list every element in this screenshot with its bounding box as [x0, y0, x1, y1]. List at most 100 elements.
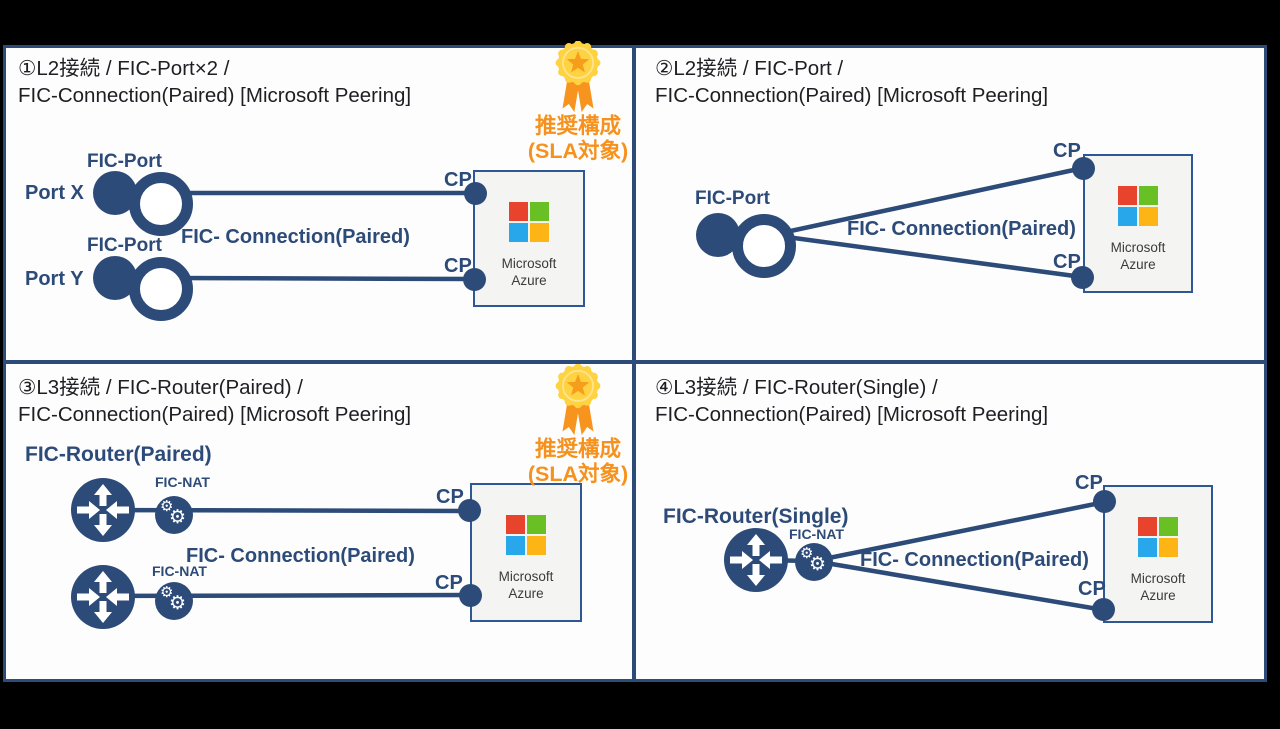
- port-ring-circle: [129, 172, 193, 236]
- azure-label-line1: Microsoft: [1130, 571, 1186, 586]
- gear-icon: ⚙: [160, 498, 174, 515]
- router-icon: [71, 478, 135, 542]
- gear-icon: ⚙: [809, 554, 827, 575]
- microsoft-azure-box: Microsoft Azure: [470, 483, 582, 622]
- fic-nat-icon: ⚙ ⚙: [795, 543, 833, 581]
- azure-label-line1: Microsoft: [1110, 240, 1166, 255]
- fic-nat-icon: ⚙ ⚙: [155, 496, 193, 534]
- badge-line2: (SLA対象): [527, 462, 629, 486]
- medal-icon: [555, 41, 601, 113]
- ms-logo-red-square: [1118, 186, 1137, 205]
- panel-title-line1: ②L2接続 / FIC-Port /: [655, 57, 844, 80]
- panel-1-l2-fic-port-x2: ①L2接続 / FIC-Port×2 / FIC-Connection(Pair…: [3, 41, 634, 360]
- fic-router-label: FIC-Router(Paired): [25, 443, 212, 466]
- panel-title-line2: FIC-Connection(Paired) [Microsoft Peerin…: [18, 403, 412, 426]
- microsoft-logo-icon: [506, 515, 546, 555]
- azure-label-line1: Microsoft: [501, 256, 557, 271]
- ms-logo-green-square: [1139, 186, 1158, 205]
- cp-label: CP: [1053, 140, 1081, 162]
- fic-port-label: FIC-Port: [87, 151, 162, 172]
- ms-logo-yellow-square: [1139, 207, 1158, 226]
- microsoft-azure-box: Microsoft Azure: [1103, 485, 1213, 623]
- gear-icon: ⚙: [800, 545, 814, 562]
- cp-dot: [464, 182, 487, 205]
- ms-logo-yellow-square: [530, 223, 549, 242]
- recommended-badge: 推奨構成 (SLA対象): [518, 41, 638, 164]
- panel-title-line1: ①L2接続 / FIC-Port×2 /: [18, 57, 230, 80]
- gear-icon: ⚙: [169, 593, 187, 614]
- port-ring-circle: [732, 214, 796, 278]
- panel-title: ①L2接続 / FIC-Port×2 / FIC-Connection(Pair…: [18, 55, 411, 109]
- panel-title-line2: FIC-Connection(Paired) [Microsoft Peerin…: [18, 84, 412, 107]
- fic-nat-icon: ⚙ ⚙: [155, 582, 193, 620]
- connection-line: [168, 275, 477, 282]
- microsoft-azure-box: Microsoft Azure: [1083, 154, 1193, 293]
- ms-logo-blue-square: [1138, 538, 1157, 557]
- fic-nat-label: FIC-NAT: [152, 563, 207, 579]
- badge-line1: 推奨構成: [534, 114, 621, 138]
- connection-label: FIC- Connection(Paired): [181, 226, 410, 248]
- cp-dot: [459, 584, 482, 607]
- cp-dot: [1071, 266, 1094, 289]
- port-ring-circle: [129, 257, 193, 321]
- fic-port-icon: [93, 170, 193, 236]
- cp-dot: [1072, 157, 1095, 180]
- cp-label: CP: [435, 572, 463, 594]
- microsoft-logo-icon: [1138, 517, 1178, 557]
- cp-dot: [1093, 490, 1116, 513]
- cp-label: CP: [444, 169, 472, 191]
- connection-label: FIC- Connection(Paired): [847, 218, 1076, 240]
- port-y-label: Port Y: [25, 268, 84, 290]
- fic-nat-label: FIC-NAT: [155, 474, 210, 490]
- ms-logo-red-square: [1138, 517, 1157, 536]
- azure-label: Microsoft Azure: [1131, 570, 1186, 604]
- ms-logo-green-square: [1159, 517, 1178, 536]
- panel-title: ③L3接続 / FIC-Router(Paired) / FIC-Connect…: [18, 374, 411, 428]
- router-icon: [724, 528, 788, 592]
- connector-lines: [769, 165, 1086, 280]
- router-icon: [71, 565, 135, 629]
- panel-2-l2-fic-port: ②L2接続 / FIC-Port / FIC-Connection(Paired…: [634, 45, 1267, 360]
- ms-logo-red-square: [509, 202, 528, 221]
- ms-logo-green-square: [527, 515, 546, 534]
- connection-label: FIC- Connection(Paired): [186, 545, 415, 567]
- panel-title-line2: FIC-Connection(Paired) [Microsoft Peerin…: [655, 403, 1049, 426]
- gear-icon: ⚙: [169, 507, 187, 528]
- panel-title: ④L3接続 / FIC-Router(Single) / FIC-Connect…: [655, 374, 1048, 428]
- panel-3-l3-fic-router-paired: ③L3接続 / FIC-Router(Paired) / FIC-Connect…: [3, 360, 634, 682]
- ms-logo-red-square: [506, 515, 525, 534]
- cp-label: CP: [1078, 578, 1106, 600]
- cp-label: CP: [1075, 472, 1103, 494]
- port-x-label: Port X: [25, 182, 84, 204]
- azure-label-line2: Azure: [508, 586, 544, 601]
- fic-port-label: FIC-Port: [87, 235, 162, 256]
- connector-lines: [168, 190, 478, 282]
- panel-4-l3-fic-router-single: ④L3接続 / FIC-Router(Single) / FIC-Connect…: [634, 360, 1267, 682]
- cp-label: CP: [1053, 251, 1081, 273]
- panel-title: ②L2接続 / FIC-Port / FIC-Connection(Paired…: [655, 55, 1048, 109]
- connection-line: [811, 558, 1107, 613]
- cp-label: CP: [436, 486, 464, 508]
- fic-port-icon: [696, 212, 796, 278]
- connection-label: FIC- Connection(Paired): [860, 549, 1089, 571]
- azure-label-line2: Azure: [1140, 588, 1176, 603]
- connection-line: [769, 232, 1085, 280]
- microsoft-azure-box: Microsoft Azure: [473, 170, 585, 307]
- azure-label: Microsoft Azure: [499, 568, 554, 602]
- ms-logo-blue-square: [509, 223, 528, 242]
- ms-logo-yellow-square: [1159, 538, 1178, 557]
- panel-title-line2: FIC-Connection(Paired) [Microsoft Peerin…: [655, 84, 1049, 107]
- fic-port-label: FIC-Port: [695, 188, 770, 209]
- gear-icon: ⚙: [160, 584, 174, 601]
- panel-title-line1: ④L3接続 / FIC-Router(Single) /: [655, 376, 938, 399]
- microsoft-logo-icon: [509, 202, 549, 242]
- horizontal-divider: [3, 360, 1267, 364]
- cp-dot: [458, 499, 481, 522]
- fic-router-label: FIC-Router(Single): [663, 505, 849, 528]
- cp-dot: [463, 268, 486, 291]
- azure-label: Microsoft Azure: [502, 255, 557, 289]
- ms-logo-yellow-square: [527, 536, 546, 555]
- badge-line1: 推奨構成: [534, 437, 621, 461]
- azure-label: Microsoft Azure: [1111, 239, 1166, 273]
